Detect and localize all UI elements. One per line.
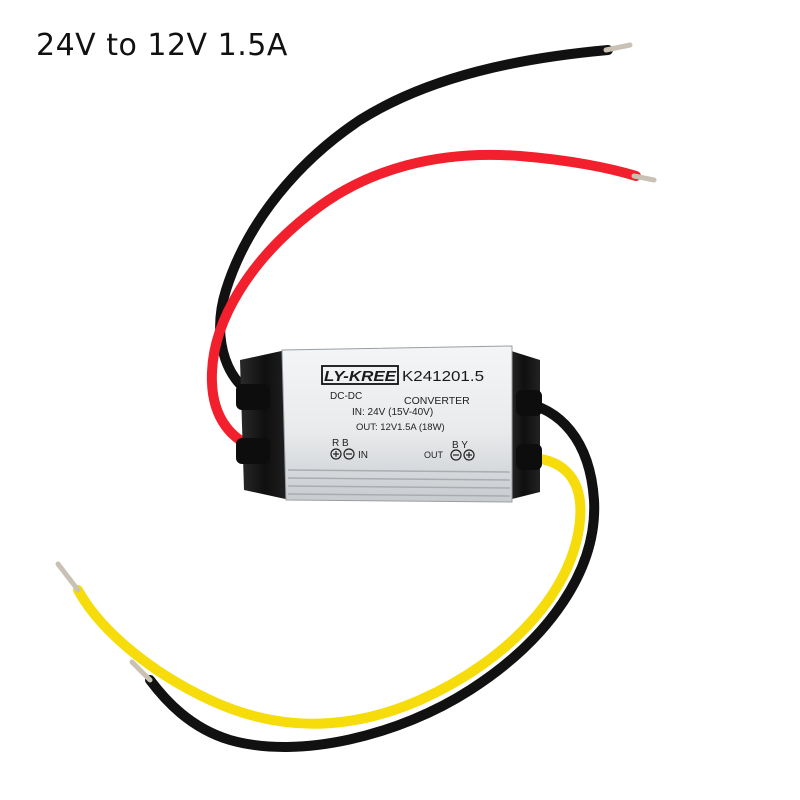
out-text: OUT xyxy=(424,450,444,460)
output-black-wire-tip xyxy=(129,659,153,683)
in-text: IN xyxy=(358,450,368,461)
housing-label: LY-KREE K241201.5 DC-DC CONVERTER IN: 24… xyxy=(321,365,484,461)
output-black-wire xyxy=(145,397,600,752)
input-polarity-text: R B xyxy=(332,438,349,449)
left-end-cap xyxy=(236,350,290,500)
model-text: K241201.5 xyxy=(402,368,484,385)
minus-in-circle-icon xyxy=(343,448,355,460)
input-red-wire xyxy=(206,149,641,457)
dcdc-text: DC-DC xyxy=(330,391,362,402)
output-yellow-wire-tip xyxy=(55,561,81,593)
output-polarity-text: B Y xyxy=(452,440,468,451)
output-wires xyxy=(55,397,600,752)
brand-text: LY-KREE xyxy=(324,368,397,385)
right-end-cap xyxy=(508,350,542,500)
minus-in-circle-icon xyxy=(450,449,462,461)
plus-in-circle-icon xyxy=(463,449,475,461)
converter-text: CONVERTER xyxy=(404,395,470,407)
input-black-wire xyxy=(215,45,613,403)
input-wires xyxy=(206,42,657,457)
housing xyxy=(281,345,513,503)
input-red-wire-tip xyxy=(631,173,657,183)
input-spec-text: IN: 24V (15V-40V) xyxy=(352,407,433,418)
input-black-wire-tip xyxy=(603,42,633,53)
plus-in-circle-icon xyxy=(330,448,342,460)
output-yellow-wire xyxy=(73,452,586,729)
headline: 24V to 12V 1.5A xyxy=(36,28,288,63)
output-spec-text: OUT: 12V1.5A (18W) xyxy=(356,422,445,433)
